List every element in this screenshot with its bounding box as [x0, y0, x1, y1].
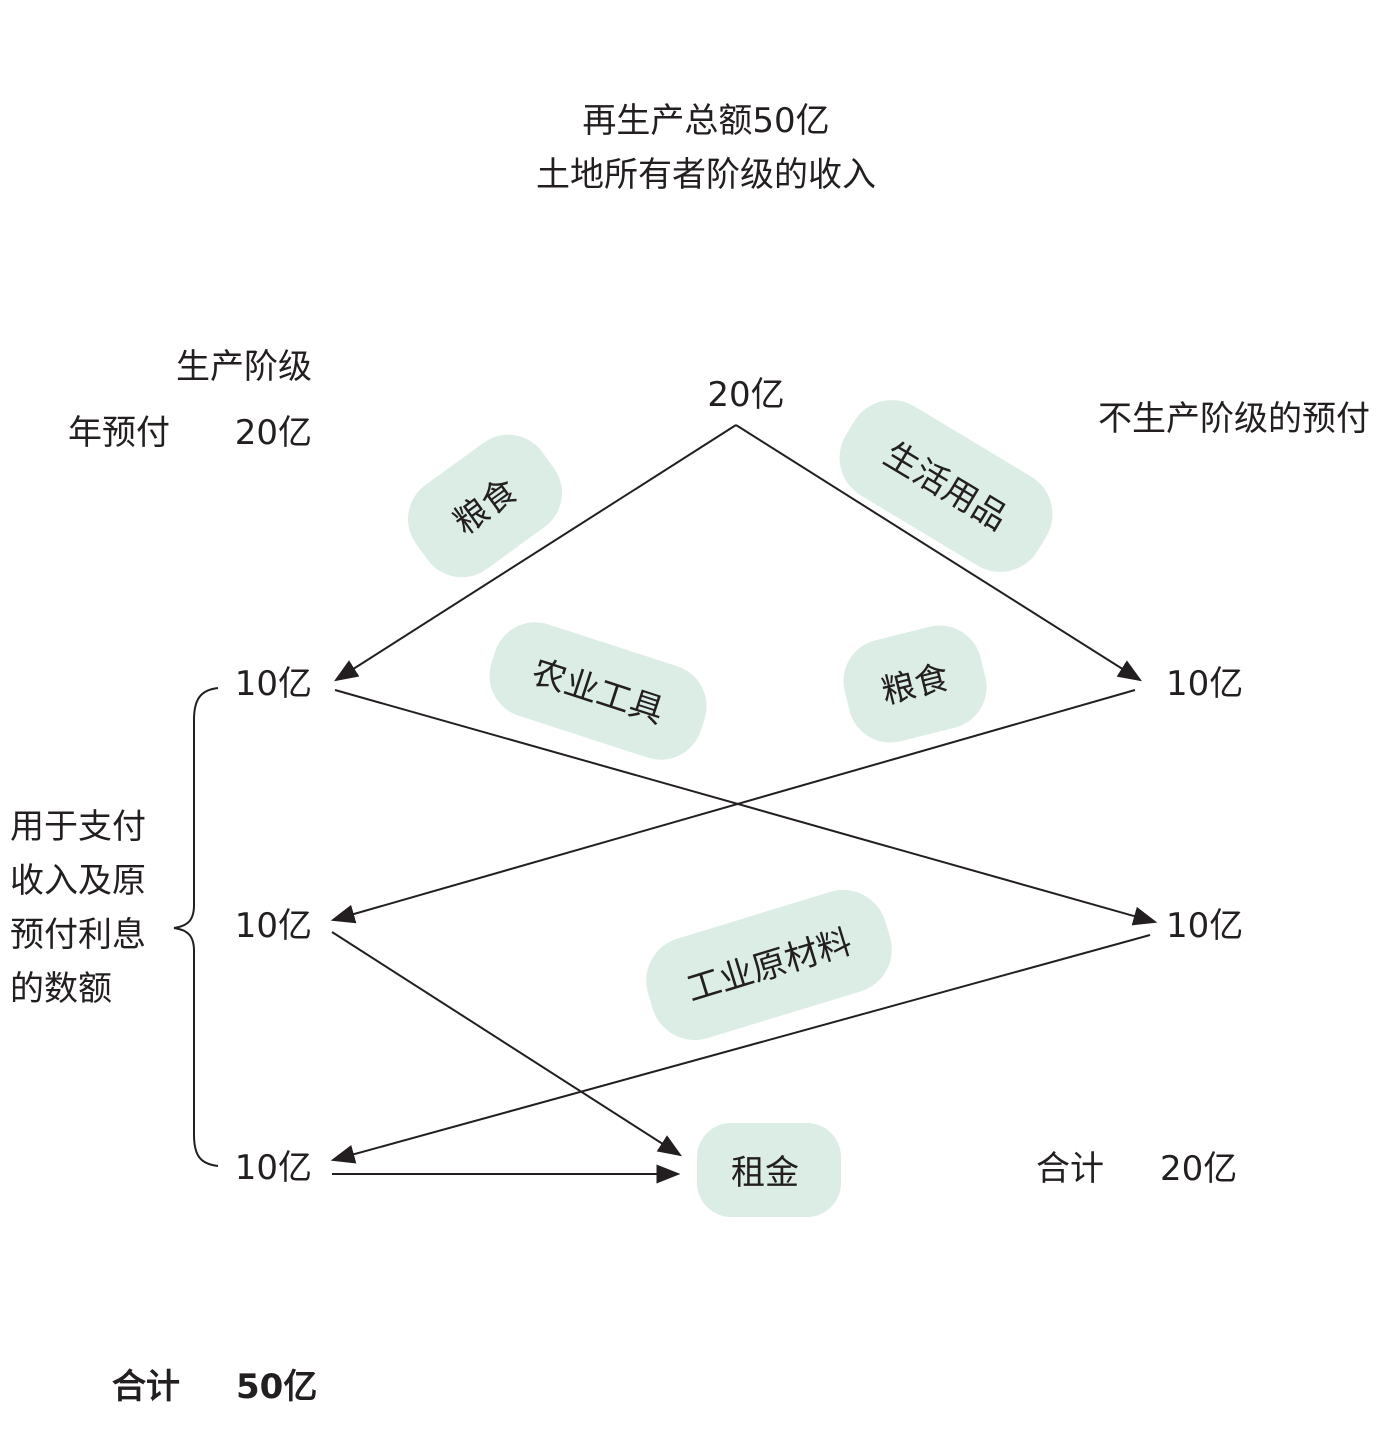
title-line1: 再生产总额50亿: [582, 101, 829, 141]
left-total-label: 合计: [112, 1367, 180, 1407]
left-row-3: 10亿: [235, 1148, 312, 1188]
flow-label-grain-2: 粮食: [843, 625, 987, 743]
left-advance-label: 年预付: [68, 413, 170, 453]
right-row-1: 10亿: [1166, 664, 1243, 704]
left-heading: 生产阶级: [176, 347, 312, 387]
flow-label-farm-tools: 农业工具: [489, 622, 707, 760]
title-line2: 土地所有者阶级的收入: [536, 155, 876, 195]
brace-note-line2: 收入及原: [10, 861, 146, 901]
left-row-1: 10亿: [235, 664, 312, 704]
arrow-left-2-to-rent: [331, 931, 683, 1157]
arrow-left-1-to-right-2: [334, 689, 1158, 926]
right-heading: 不生产阶级的预付: [1098, 399, 1370, 439]
flow-label-grain-1: 粮食: [407, 434, 563, 578]
left-row-2: 10亿: [235, 906, 312, 946]
arrow-top-to-right-1: [735, 424, 1143, 682]
flow-label-industrial-materials: 工业原材料: [646, 889, 892, 1041]
right-row-2: 10亿: [1166, 906, 1243, 946]
left-brace: [173, 687, 219, 1167]
arrow-right-1-to-left-2: [330, 689, 1136, 924]
left-advance-value: 20亿: [235, 413, 312, 453]
right-total-value: 20亿: [1160, 1149, 1237, 1189]
right-total-label: 合计: [1036, 1149, 1104, 1189]
left-total-value: 50亿: [236, 1367, 317, 1407]
brace-note-line3: 预付利息: [10, 915, 146, 955]
brace-note-line1: 用于支付: [10, 807, 146, 847]
svg-text:租金: 租金: [731, 1153, 799, 1193]
arrow-top-to-left-1: [333, 424, 737, 682]
arrow-right-2-to-left-3: [330, 934, 1151, 1164]
brace-note-line4: 的数额: [10, 969, 112, 1009]
flow-label-rent: 租金: [697, 1123, 841, 1217]
top-amount: 20亿: [707, 375, 784, 415]
flow-arrows: [330, 424, 1158, 1184]
